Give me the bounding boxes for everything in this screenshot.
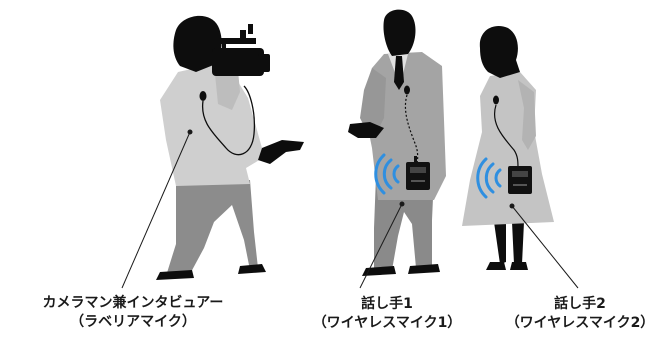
- wireless-transmitter-icon: [508, 166, 532, 194]
- lavalier-mic-icon: [199, 91, 207, 101]
- camera-operator-head: [173, 15, 222, 73]
- camera-operator-figure: [156, 15, 304, 280]
- video-camera-icon: [212, 24, 270, 76]
- speaker2-caption-line2: （ワイヤレスマイク2）: [505, 315, 655, 331]
- leader-lines: [121, 129, 579, 289]
- speaker2-caption: 話し手2 （ワイヤレスマイク2）: [490, 295, 669, 333]
- camera-operator-shoes: [156, 264, 266, 280]
- speaker2-shoes: [486, 262, 528, 270]
- speaker2-caption-line1: 話し手2: [554, 296, 606, 312]
- speaker2-legs: [494, 222, 524, 264]
- leader-line-speaker1: [359, 203, 403, 289]
- speaker2-figure: [462, 26, 554, 270]
- lavalier-mic-cable: [201, 85, 256, 156]
- speaker1-arm: [360, 68, 386, 134]
- wireless-transmitter-icon: [406, 156, 430, 190]
- lavalier-mic-icon: [493, 95, 499, 105]
- speaker1-mic-cable: [404, 94, 419, 165]
- leader-line-speaker2: [511, 205, 579, 289]
- speaker2-arm: [518, 80, 536, 150]
- speaker1-hands: [348, 122, 384, 138]
- speaker1-shoes: [362, 264, 440, 276]
- camera-operator-caption-line2: （ラベリアマイク）: [70, 314, 196, 330]
- camera-operator-pants: [166, 180, 258, 276]
- camera-operator-jacket: [160, 64, 266, 186]
- speaker1-tie: [394, 56, 404, 90]
- speaker1-caption-line2: （ワイヤレスマイク1）: [312, 315, 462, 331]
- camera-operator-caption-line1: カメラマン兼インタビュアー: [42, 295, 224, 311]
- camera-operator-hand: [258, 140, 304, 164]
- speaker1-figure: [348, 9, 446, 276]
- camera-operator-caption: カメラマン兼インタビュアー （ラベリアマイク）: [14, 294, 252, 332]
- speaker2-dress: [462, 72, 554, 226]
- speaker1-caption-line1: 話し手1: [361, 296, 413, 312]
- speaker1-caption: 話し手1 （ワイヤレスマイク1）: [292, 295, 482, 333]
- speaker2-head: [479, 26, 520, 78]
- leader-line-camera-operator: [121, 131, 191, 289]
- speaker1-head: [383, 9, 416, 57]
- speaker2-mic-cable: [494, 104, 519, 169]
- wireless-signal-icon: [374, 153, 400, 195]
- lavalier-mic-icon: [404, 85, 410, 95]
- wireless-signal-icon: [476, 157, 502, 199]
